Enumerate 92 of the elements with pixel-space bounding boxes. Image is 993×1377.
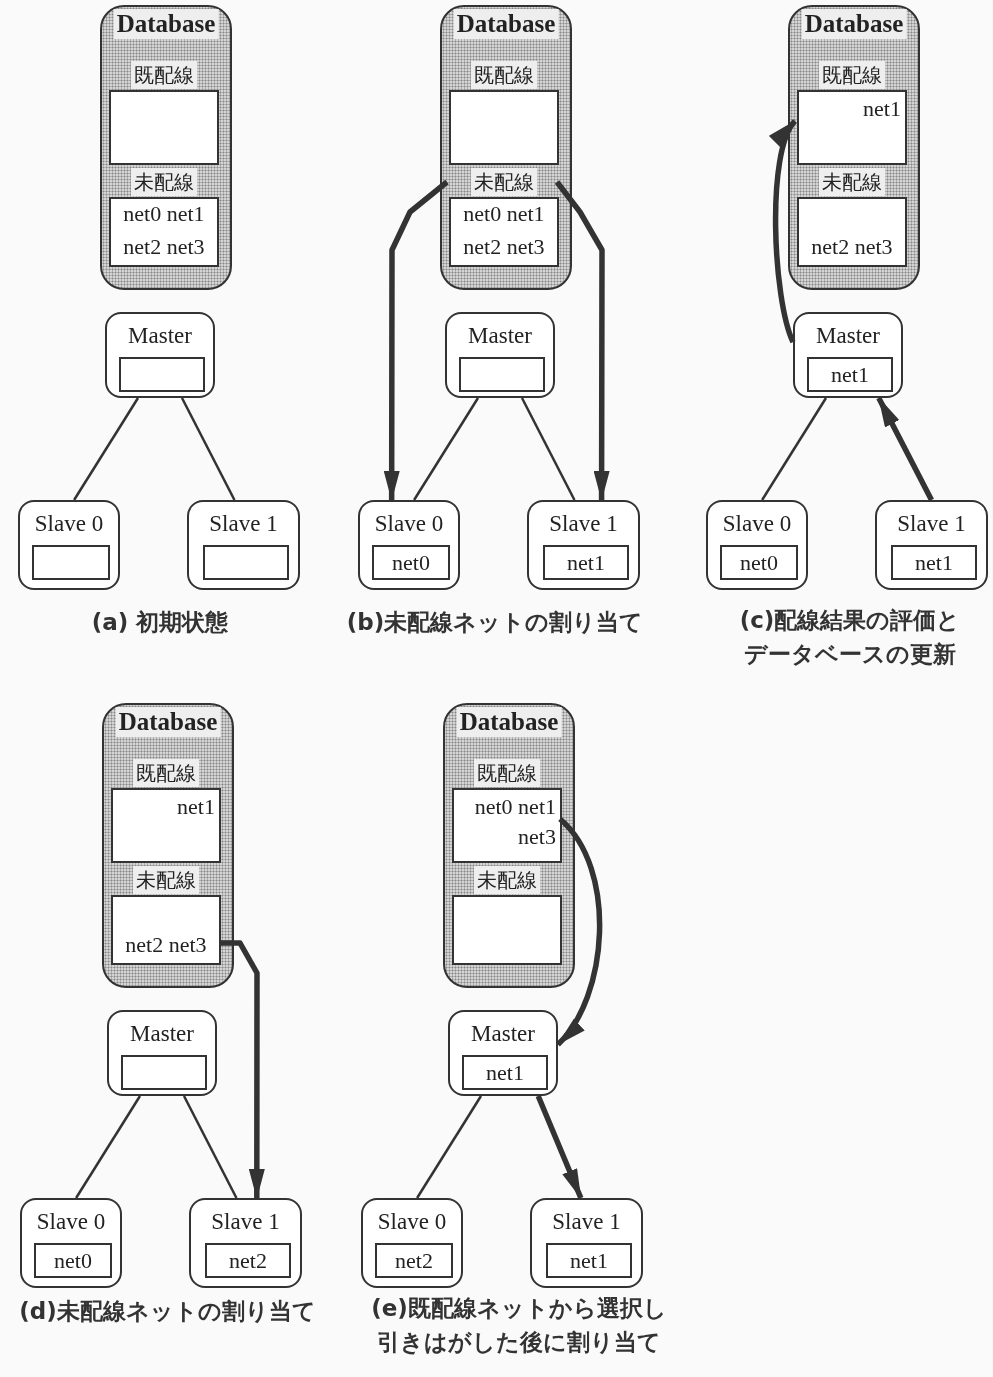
database-heading: Database (115, 707, 221, 737)
list-heading: 既配線 (133, 759, 199, 787)
slot-box: net0 (34, 1243, 112, 1278)
slave-box (875, 500, 988, 590)
database-box (100, 5, 232, 290)
database-box (443, 703, 575, 988)
slot-box: net0 (372, 545, 450, 580)
slave-box (189, 1198, 302, 1288)
list-heading: 既配線 (474, 759, 540, 787)
database-box (788, 5, 920, 290)
slave-box (361, 1198, 463, 1288)
database-heading: Database (456, 707, 562, 737)
slave-box (706, 500, 808, 590)
net-list-box: net0 net1 net2 net3 (109, 197, 219, 267)
connector-line (413, 397, 480, 501)
node-heading: Slave 0 (35, 1208, 107, 1236)
caption: (a) 初期状態 (90, 608, 230, 637)
list-heading: 未配線 (819, 168, 885, 196)
connector-line (73, 397, 140, 501)
node-heading: Slave 0 (376, 1208, 448, 1236)
caption: (b)未配線ネットの割り当て (345, 608, 645, 637)
slot-box: net0 (720, 545, 798, 580)
connector-line (180, 397, 236, 501)
net-list-box: net1 (797, 90, 907, 165)
list-heading: 既配線 (131, 61, 197, 89)
arrow (876, 396, 934, 502)
database-heading: Database (801, 9, 907, 39)
caption: (e)既配線ネットから選択し引きはがした後に割り当て (370, 1294, 668, 1357)
connector-line (75, 1095, 142, 1199)
list-heading: 未配線 (131, 168, 197, 196)
arrow (772, 119, 798, 344)
slot-box (203, 545, 289, 580)
list-heading: 未配線 (474, 866, 540, 894)
slave-box (187, 500, 300, 590)
net-list-box: net0 net1 net3 (452, 788, 562, 863)
connector-line (761, 397, 828, 501)
caption: (d)未配線ネットの割り当て (18, 1297, 317, 1326)
list-heading: 既配線 (819, 61, 885, 89)
slot-box: net1 (546, 1243, 632, 1278)
slot-box: net2 (375, 1243, 453, 1278)
list-heading: 未配線 (471, 168, 537, 196)
node-heading: Master (129, 1020, 195, 1048)
node-heading: Master (127, 322, 193, 350)
slot-box: net1 (543, 545, 629, 580)
database-box (440, 5, 572, 290)
node-heading: Slave 1 (548, 510, 619, 538)
slave-box (358, 500, 460, 590)
node-heading: Slave 1 (208, 510, 279, 538)
slave-box (530, 1198, 643, 1288)
list-heading: 未配線 (133, 866, 199, 894)
slot-box (459, 357, 545, 392)
master-box (107, 1010, 217, 1096)
list-heading: 既配線 (471, 61, 537, 89)
arrow (219, 940, 265, 1199)
database-heading: Database (113, 9, 219, 39)
caption: (c)配線結果の評価とデータベースの更新 (738, 606, 962, 669)
slave-box (20, 1198, 122, 1288)
slot-box: net2 (205, 1243, 291, 1278)
arrow (535, 1094, 584, 1200)
node-heading: Slave 1 (210, 1208, 281, 1236)
node-heading: Master (467, 322, 533, 350)
net-list-box: net1 (111, 788, 221, 863)
master-box (105, 312, 215, 398)
node-heading: Slave 1 (551, 1208, 622, 1236)
node-heading: Slave 0 (721, 510, 793, 538)
arrow (555, 817, 603, 1047)
connector-line (520, 397, 576, 501)
node-heading: Slave 0 (373, 510, 445, 538)
slot-box (32, 545, 110, 580)
slave-box (18, 500, 120, 590)
node-heading: Slave 1 (896, 510, 967, 538)
slot-box: net1 (891, 545, 977, 580)
database-heading: Database (453, 9, 559, 39)
slot-box (119, 357, 205, 392)
master-box (445, 312, 555, 398)
connector-line (416, 1095, 483, 1199)
connector-line (182, 1095, 238, 1199)
node-heading: Master (815, 322, 881, 350)
arrow (383, 179, 449, 501)
master-box (793, 312, 903, 398)
net-list-box: net0 net1 net2 net3 (449, 197, 559, 267)
master-box (448, 1010, 558, 1096)
slot-box: net1 (462, 1055, 548, 1090)
node-heading: Slave 0 (33, 510, 105, 538)
node-heading: Master (470, 1020, 536, 1048)
slot-box: net1 (807, 357, 893, 392)
net-list-box: net2 net3 (111, 895, 221, 965)
net-list-box: net2 net3 (797, 197, 907, 267)
slot-box (121, 1055, 207, 1090)
arrow (554, 180, 610, 501)
slave-box (527, 500, 640, 590)
database-box (102, 703, 234, 988)
